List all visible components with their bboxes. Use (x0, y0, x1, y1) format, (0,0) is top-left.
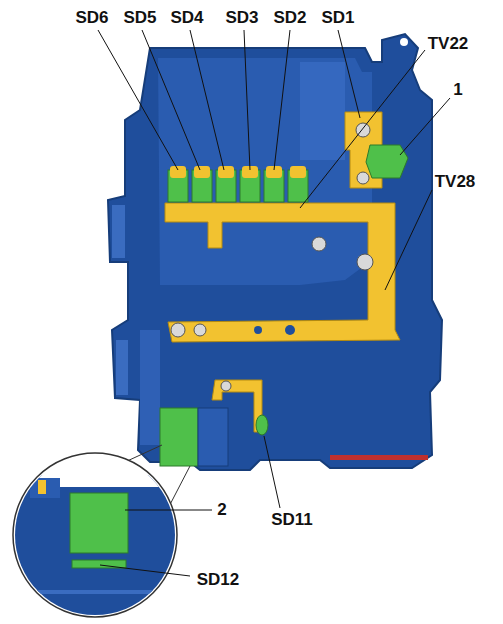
busbar (165, 112, 400, 432)
callout-label: SD2 (271, 8, 308, 27)
busbar-hole (285, 325, 295, 335)
callout-label: 1 (451, 80, 464, 99)
housing-panel (158, 58, 372, 285)
callout-label: SD3 (223, 8, 260, 27)
mounting-hole (400, 38, 408, 46)
callout-label: SD11 (269, 510, 315, 529)
fuse-sd11 (256, 415, 268, 435)
callout-label: SD4 (168, 8, 205, 27)
callout-label: SD5 (121, 8, 158, 27)
holder-body (198, 408, 228, 466)
fuse-cap (170, 166, 306, 178)
callout-label: TV28 (433, 172, 478, 191)
housing (108, 34, 442, 470)
housing-panel (300, 62, 345, 160)
green-fuse-holder (160, 408, 198, 466)
callout-label: SD1 (319, 8, 356, 27)
housing-rib (112, 205, 128, 395)
leader-line (98, 30, 450, 576)
green-module (366, 145, 408, 178)
magnified-view (0, 465, 200, 624)
callout-label: SD6 (73, 8, 110, 27)
fuse (168, 170, 308, 202)
magnifier-line (125, 445, 162, 462)
callout-label: TV22 (426, 34, 471, 53)
callout-label: 2 (215, 500, 228, 519)
callout-label: SD12 (195, 570, 242, 589)
red-edge (330, 455, 428, 460)
busbar-hole (254, 326, 262, 334)
housing-rib (140, 330, 160, 445)
bolt (171, 123, 373, 391)
